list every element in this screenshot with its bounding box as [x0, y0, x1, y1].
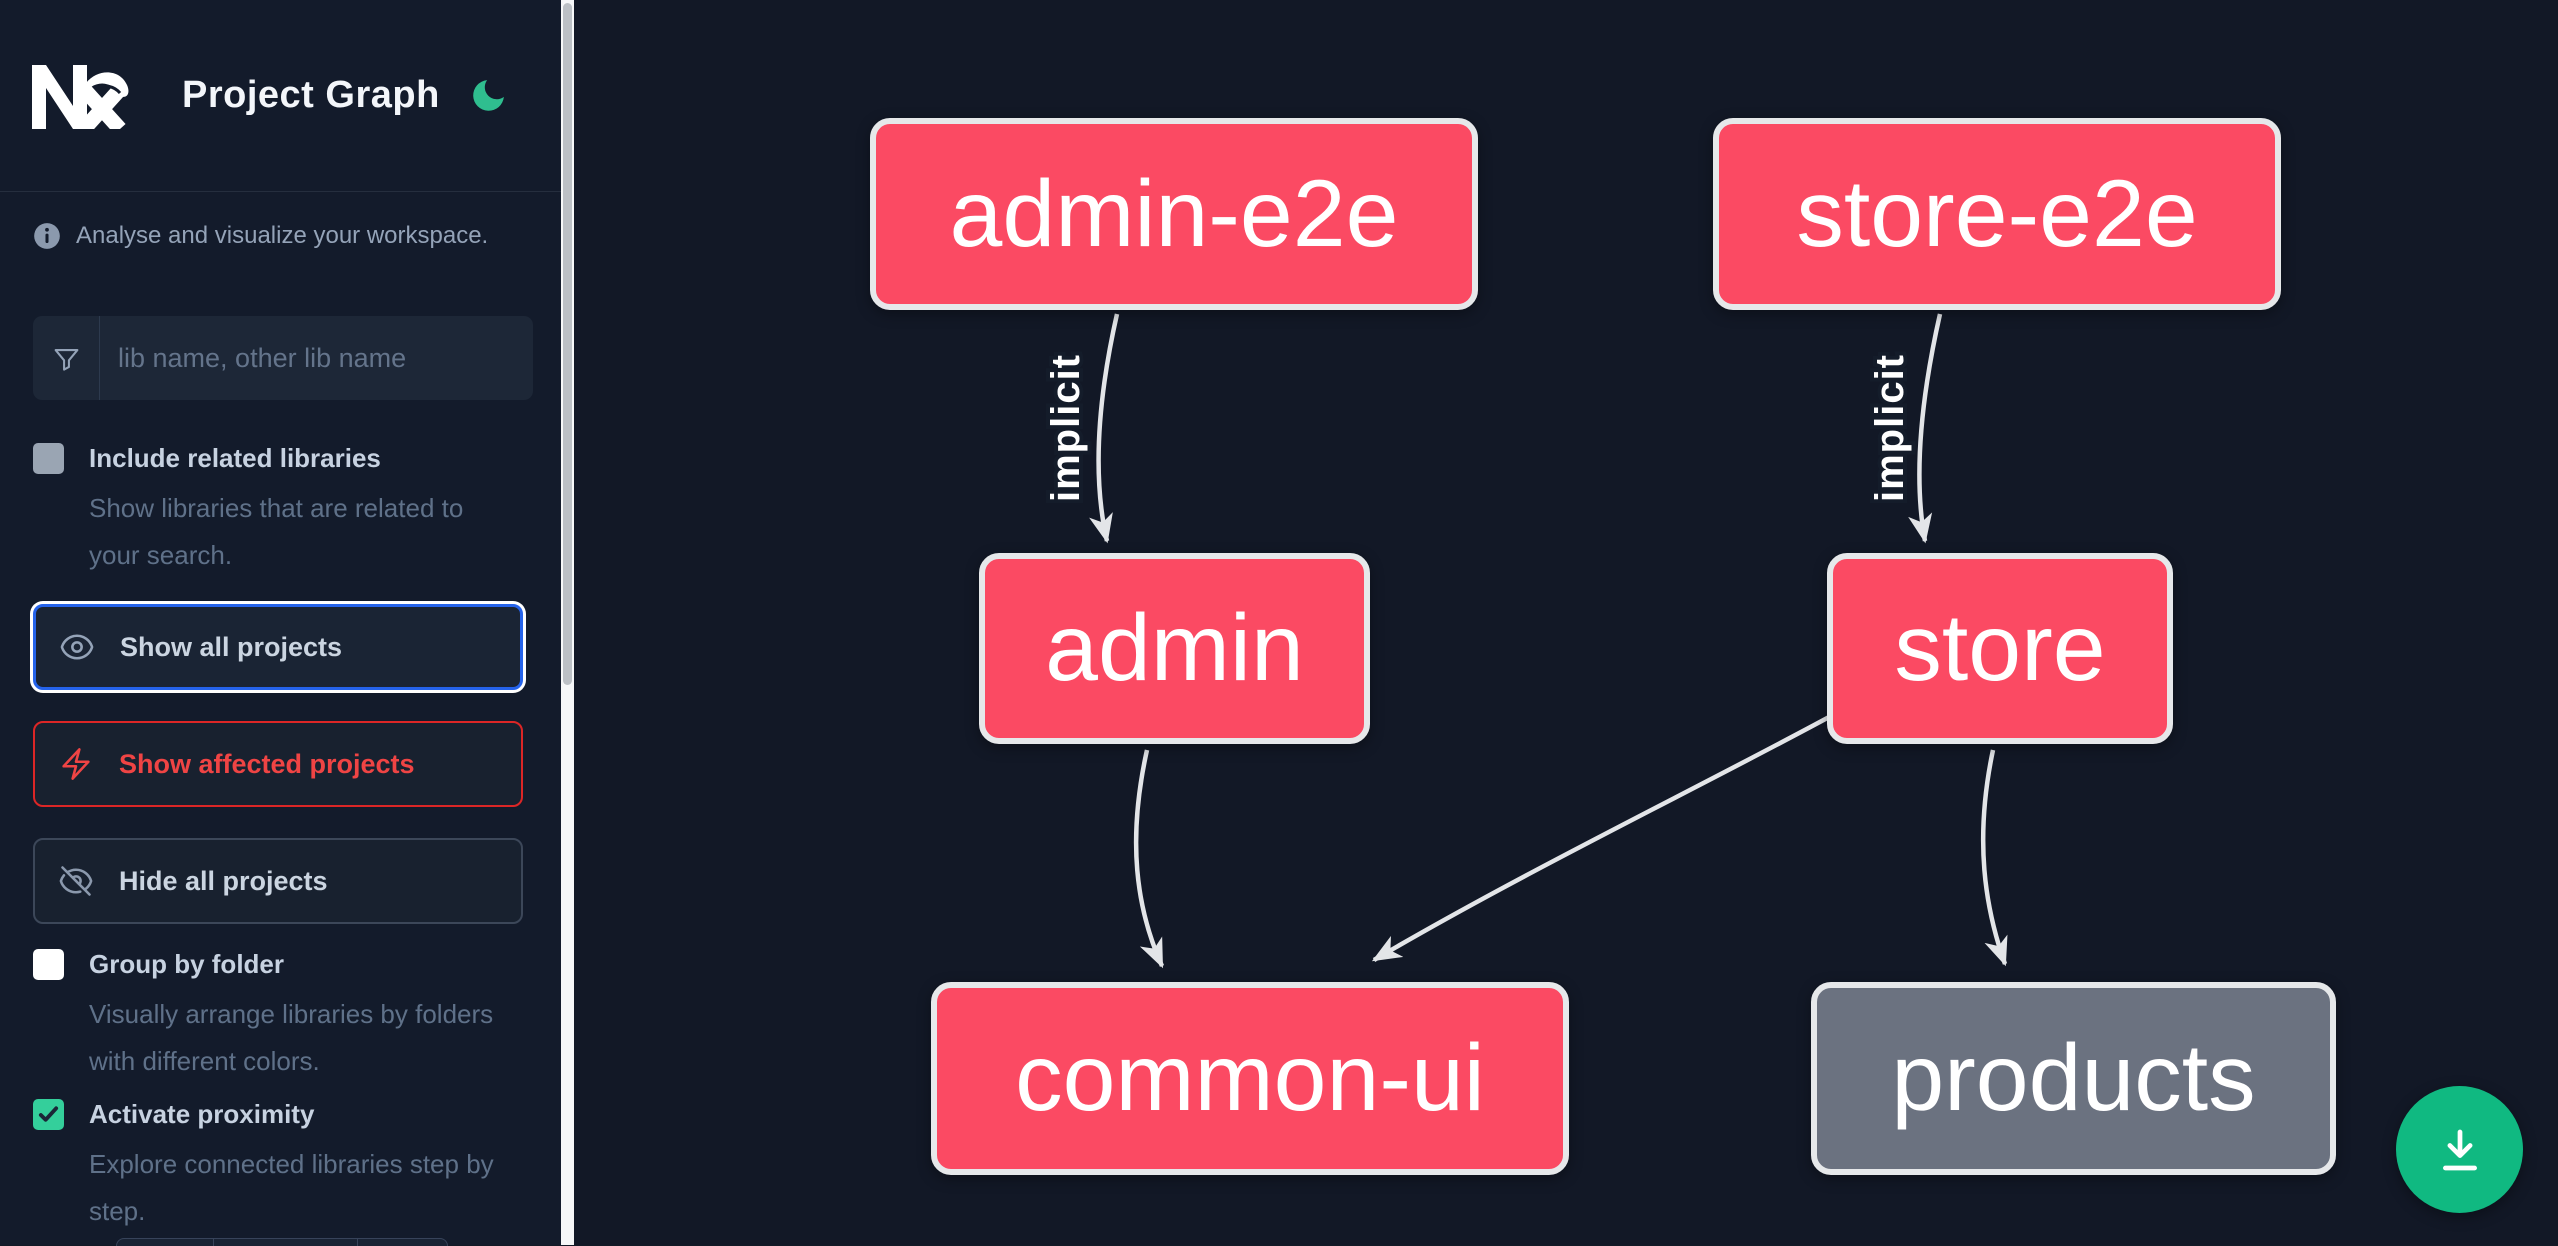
show-all-projects-button[interactable]: Show all projects	[33, 604, 523, 690]
checkbox-include-related[interactable]	[33, 443, 64, 474]
info-icon	[34, 223, 60, 249]
search-box	[33, 316, 533, 400]
theme-toggle-button[interactable]	[468, 75, 509, 116]
button-label: Show all projects	[120, 631, 343, 662]
page-title: Project Graph	[182, 74, 440, 116]
sidebar: Project Graph Analyse and visualize your…	[0, 0, 561, 1246]
graph-edge-store-e2e-store[interactable]	[1908, 313, 1943, 544]
eye-off-icon	[59, 866, 93, 896]
hide-all-projects-button[interactable]: Hide all projects	[33, 838, 523, 924]
checkbox-description: Show libraries that are related to your …	[89, 493, 464, 570]
checkbox-label: Include related libraries	[89, 443, 381, 473]
save-image-button[interactable]	[2396, 1086, 2523, 1213]
button-label: Show affected projects	[119, 748, 415, 779]
sidebar-scrollbar-track[interactable]	[561, 0, 574, 1245]
button-label: Hide all projects	[119, 865, 328, 896]
sidebar-header: Project Graph	[0, 0, 561, 192]
graph-node-store-e2e[interactable]: store-e2e	[1713, 118, 2281, 310]
graph-edge-admin-common-ui[interactable]	[1133, 749, 1165, 969]
graph-edge-store-products[interactable]	[1980, 749, 2008, 967]
checkbox-group-by-folder[interactable]	[33, 949, 64, 980]
checkbox-row-activate-proximity: Activate proximity Explore connected lib…	[33, 1096, 518, 1235]
checkbox-activate-proximity[interactable]	[33, 1099, 64, 1130]
graph-node-admin-e2e[interactable]: admin-e2e	[870, 118, 1478, 310]
tagline-row: Analyse and visualize your workspace.	[33, 222, 488, 250]
graph-edge-store-common-ui[interactable]	[1371, 714, 1833, 962]
checkbox-row-group-by-folder: Group by folder Visually arrange librari…	[33, 946, 518, 1085]
eye-icon	[60, 634, 94, 660]
checkbox-row-include-related: Include related libraries Show libraries…	[33, 440, 518, 579]
nx-logo	[32, 64, 129, 129]
checkbox-label: Group by folder	[89, 949, 284, 979]
edge-label-store-e2e: implicit	[1868, 354, 1912, 502]
check-icon	[38, 1106, 59, 1122]
edge-layer: implicit implicit	[1040, 313, 2008, 969]
show-affected-projects-button[interactable]: Show affected projects	[33, 721, 523, 807]
graph-node-store[interactable]: store	[1827, 553, 2173, 744]
funnel-icon	[54, 348, 78, 371]
graph-node-common-ui[interactable]: common-ui	[931, 982, 1569, 1175]
search-input[interactable]	[100, 342, 533, 374]
graph-node-admin[interactable]: admin	[979, 553, 1370, 744]
download-icon	[2442, 1129, 2477, 1170]
sidebar-scrollbar-thumb[interactable]	[563, 3, 572, 685]
project-graph-canvas[interactable]: implicit implicit admin-e2e store-e2e admin…	[574, 0, 2558, 1245]
moon-icon	[473, 80, 504, 111]
graph-node-products[interactable]: products	[1811, 982, 2336, 1175]
checkbox-description: Visually arrange libraries by folders wi…	[89, 999, 494, 1076]
graph-edge-admin-e2e-admin[interactable]	[1089, 313, 1120, 544]
bolt-icon	[62, 748, 90, 780]
edge-label-admin-e2e: implicit	[1044, 354, 1088, 502]
checkbox-description: Explore connected libraries step by step…	[89, 1149, 494, 1226]
tagline-text: Analyse and visualize your workspace.	[76, 222, 489, 249]
checkbox-label: Activate proximity	[89, 1099, 315, 1129]
funnel-cell	[33, 316, 100, 400]
